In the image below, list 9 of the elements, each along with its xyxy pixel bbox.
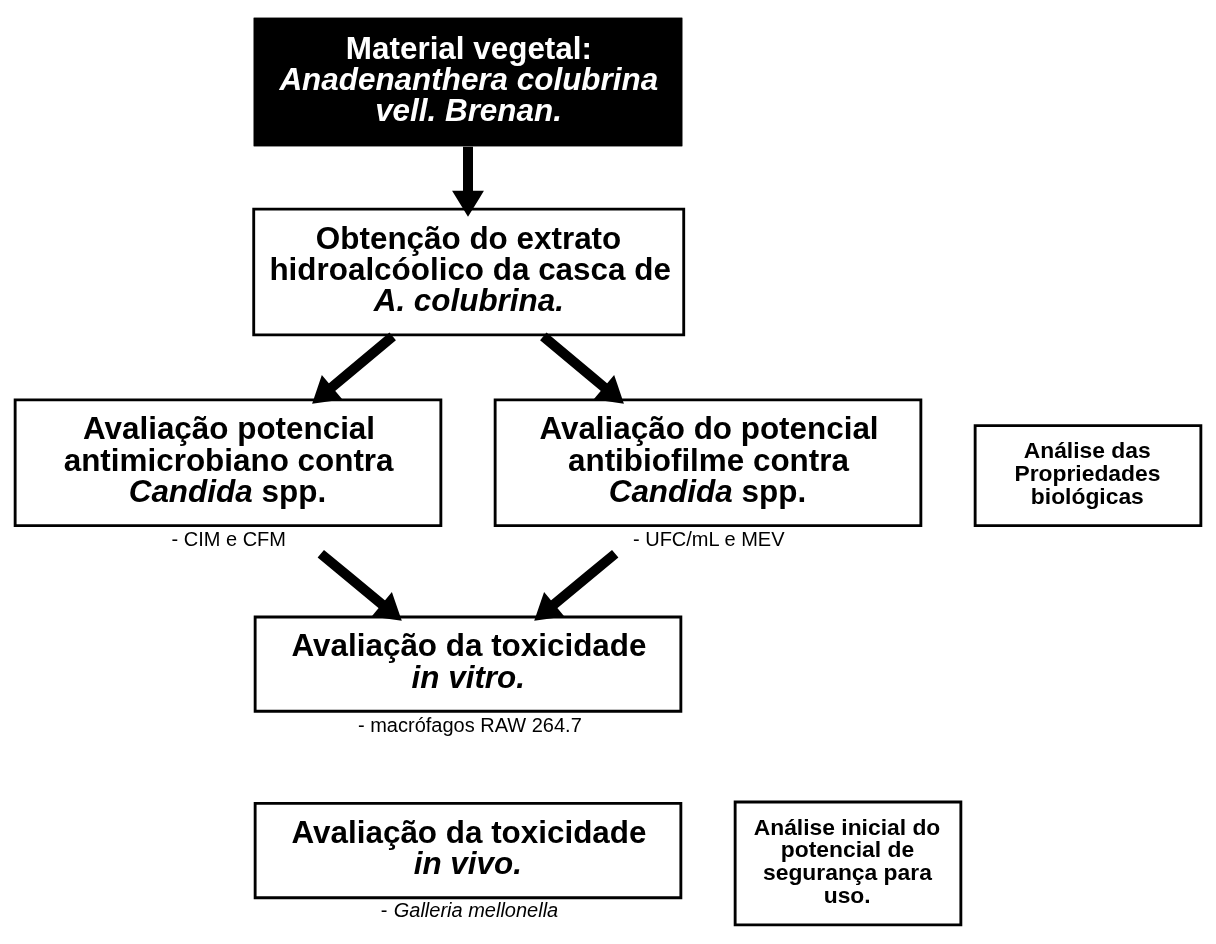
arrow — [317, 549, 402, 621]
arrow — [312, 332, 396, 404]
node-label: - UFC/mL e MEV — [633, 527, 785, 550]
node-label: - Galleria mellonella — [380, 898, 559, 921]
arrow — [540, 332, 624, 404]
node-label: - CIM e CFM — [171, 527, 287, 550]
arrow — [452, 146, 484, 217]
arrow — [534, 549, 619, 621]
node-label: - macrófagos RAW 264.7 — [358, 713, 582, 736]
